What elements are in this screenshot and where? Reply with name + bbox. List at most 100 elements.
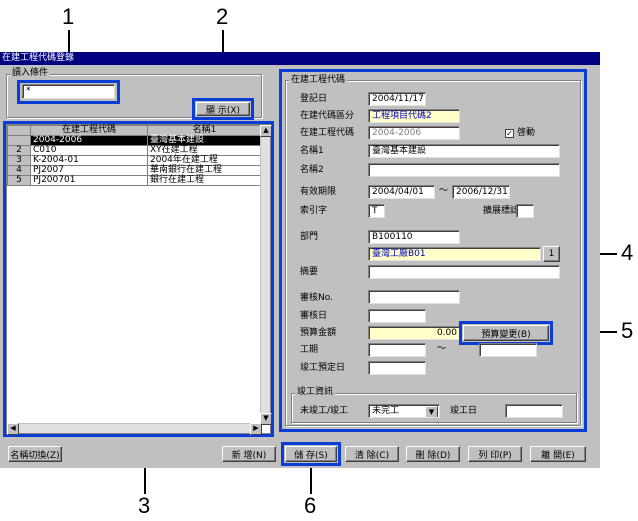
print-button[interactable]: 列 印(P)	[468, 446, 522, 462]
planned-field[interactable]	[368, 361, 426, 375]
filter-group	[6, 74, 262, 118]
completion-group-label: 竣工資訊	[295, 387, 336, 397]
name2-field[interactable]	[368, 163, 560, 177]
table-row[interactable]: 2 C010 XY在建工程	[7, 145, 262, 156]
callout-6-line	[310, 465, 312, 494]
table-row[interactable]: 2004-2006 臺灣基本建設	[7, 135, 262, 146]
show-button-highlight	[192, 98, 254, 120]
completion-status-label: 未竣工/竣工	[300, 406, 349, 416]
row-number: 4	[7, 165, 31, 176]
row-name[interactable]: 華南銀行在建工程	[147, 165, 262, 176]
grid-corner	[7, 125, 31, 136]
code-label: 在建工程代碼	[300, 128, 355, 138]
row-code[interactable]: PJ2007	[30, 165, 148, 176]
row-number: 3	[7, 155, 31, 166]
grid-highlight	[3, 121, 274, 437]
grid-header-name[interactable]: 名稱1	[147, 125, 262, 136]
dept-name-field: 臺灣工廠B01	[368, 247, 541, 261]
clear-button[interactable]: 清 除(C)	[345, 446, 399, 462]
grid-header-row: 在建工程代碼 名稱1	[7, 125, 262, 136]
callout-2: 2	[216, 4, 229, 29]
reg-date-label: 登記日	[300, 94, 328, 104]
new-button[interactable]: 新 增(N)	[222, 446, 276, 462]
save-button[interactable]: 儲 存(S)	[285, 446, 337, 462]
budget-field: 0.00	[368, 326, 460, 340]
row-number: 5	[7, 175, 31, 186]
audit-no-label: 審核No.	[300, 293, 333, 303]
audit-date-label: 審核日	[300, 311, 328, 321]
budget-change-button[interactable]: 預算變更(B)	[463, 325, 549, 341]
row-code[interactable]: C010	[30, 145, 148, 156]
row-number: 2	[7, 145, 31, 156]
completion-date-label: 竣工日	[450, 406, 478, 416]
summary-label: 摘要	[300, 267, 319, 277]
grid-hscrollbar[interactable]	[7, 423, 260, 433]
scroll-right-icon[interactable]: ▶	[250, 423, 262, 435]
form-highlight	[279, 69, 587, 432]
duration-label: 工期	[300, 345, 319, 355]
callout-1: 1	[62, 4, 75, 29]
row-name[interactable]: XY在建工程	[147, 145, 262, 156]
period-label: 有效期限	[300, 187, 337, 197]
active-checkbox[interactable]: ✓	[505, 129, 514, 138]
filter-group-label: 讀入條件	[10, 68, 51, 78]
delete-button[interactable]: 刪 除(D)	[406, 446, 460, 462]
scroll-left-icon[interactable]: ◀	[7, 423, 19, 435]
audit-no-field[interactable]	[368, 290, 460, 304]
name1-field[interactable]: 臺灣基本建設	[368, 144, 560, 158]
row-name[interactable]: 銀行在建工程	[147, 175, 262, 186]
active-label: 啓動	[517, 128, 536, 138]
callout-6: 6	[304, 493, 317, 518]
name-switch-button[interactable]: 名稱切換(Z)	[8, 446, 62, 462]
scroll-down-icon[interactable]: ▼	[260, 413, 272, 425]
audit-date-field[interactable]	[368, 309, 426, 323]
name2-label: 名稱2	[300, 165, 324, 175]
grid-vscrollbar[interactable]	[260, 125, 270, 423]
table-row[interactable]: 3 K-2004-01 2004年在建工程	[7, 155, 262, 166]
row-code[interactable]: K-2004-01	[30, 155, 148, 166]
close-button[interactable]: 離 開(E)	[530, 446, 586, 462]
completion-status-value: 未完工	[372, 406, 400, 416]
grid-header-code[interactable]: 在建工程代碼	[30, 125, 148, 136]
completion-status-select[interactable]: 未完工 ▼	[368, 404, 440, 418]
row-code[interactable]: 2004-2006	[30, 135, 148, 146]
category-field[interactable]: 工程項目代碼2	[368, 109, 460, 123]
completion-date-field[interactable]	[505, 404, 563, 418]
duration-from-field[interactable]	[368, 343, 426, 357]
form-group-label: 在建工程代碼	[289, 75, 348, 85]
row-name[interactable]: 2004年在建工程	[147, 155, 262, 166]
callout-4: 4	[621, 240, 634, 265]
completion-group	[291, 393, 577, 423]
period-from-field[interactable]: 2004/04/01	[368, 185, 435, 199]
period-separator: ～	[439, 186, 449, 196]
dept-code-field[interactable]: B100110	[368, 230, 460, 244]
filter-input[interactable]: *	[22, 84, 115, 99]
window-title: 在建工程代碼登錄	[0, 52, 600, 65]
budget-label: 預算金額	[300, 328, 337, 338]
period-to-field[interactable]: 2006/12/31	[452, 185, 510, 199]
save-button-highlight	[281, 442, 341, 466]
duration-to-field[interactable]	[479, 343, 537, 357]
planned-label: 竣工預定日	[300, 363, 346, 373]
scroll-up-icon[interactable]: ▲	[260, 125, 272, 137]
name1-label: 名稱1	[300, 146, 324, 156]
row-code[interactable]: PJ200701	[30, 175, 148, 186]
callout-5: 5	[621, 318, 634, 343]
row-name[interactable]: 臺灣基本建設	[147, 135, 262, 146]
duration-separator: ～	[437, 344, 447, 354]
index-label: 索引字	[300, 206, 328, 216]
summary-field[interactable]	[368, 265, 560, 279]
chevron-down-icon[interactable]: ▼	[425, 406, 438, 417]
table-row[interactable]: 5 PJ200701 銀行在建工程	[7, 175, 262, 186]
category-label: 在建代碼區分	[300, 111, 355, 121]
ext-field[interactable]	[516, 204, 534, 218]
code-grid: 在建工程代碼 名稱1 2004-2006 臺灣基本建設 2 C010 XY在建工…	[6, 124, 272, 435]
index-field[interactable]: T	[368, 204, 385, 218]
show-button[interactable]: 顯 示(X)	[196, 102, 250, 116]
dept-lookup-button[interactable]: 1	[543, 246, 560, 262]
code-field: 2004-2006	[368, 126, 460, 140]
callout-4-line	[587, 253, 617, 255]
table-row[interactable]: 4 PJ2007 華南銀行在建工程	[7, 165, 262, 176]
row-number	[7, 135, 31, 146]
reg-date-field[interactable]: 2004/11/17	[368, 92, 426, 106]
